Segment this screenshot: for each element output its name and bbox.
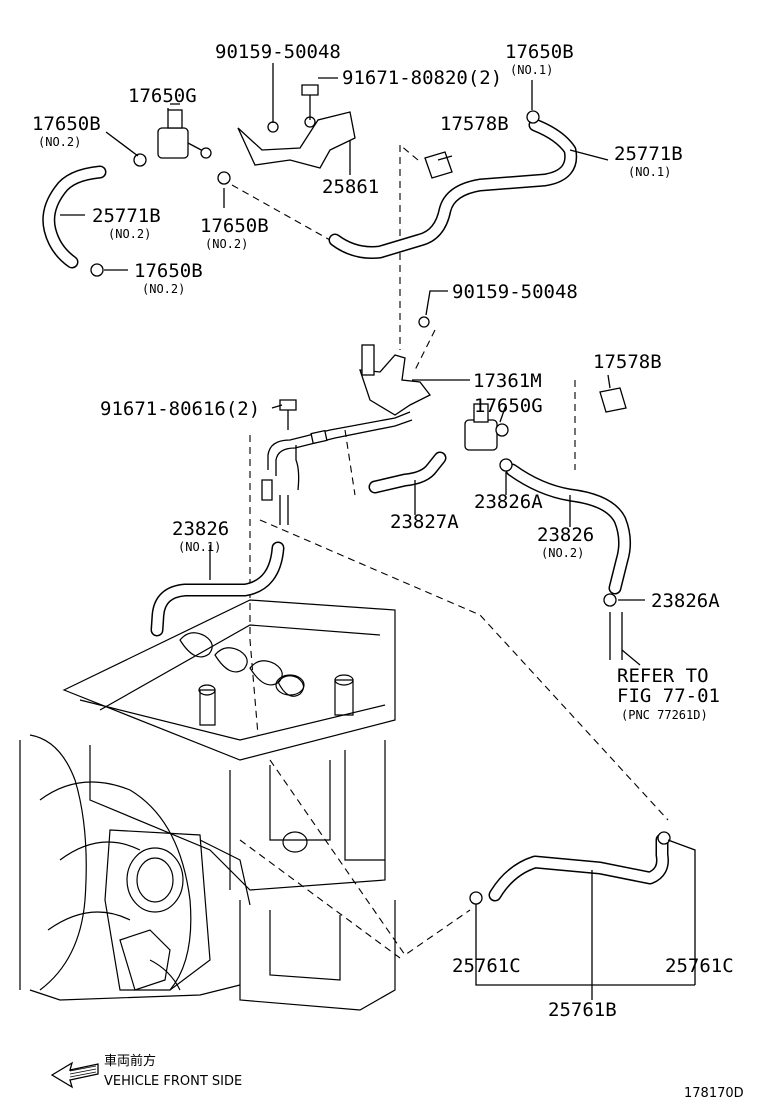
hose-23827a	[368, 451, 447, 494]
label-17650g-mid: 17650G	[474, 395, 543, 417]
label-23826-right-sub: (NO.2)	[541, 546, 584, 560]
hose-25761b	[488, 833, 669, 902]
front-arrow-icon	[50, 1061, 99, 1089]
label-25761b: 25761B	[548, 999, 617, 1021]
vehicle-front-legend: 車両前方 VEHICLE FRONT SIDE	[50, 1053, 242, 1089]
label-17650g-top: 17650G	[128, 85, 197, 107]
label-17578b-right: 17578B	[593, 351, 662, 373]
label-90159-top: 90159-50048	[215, 41, 341, 63]
legend-japanese: 車両前方	[104, 1053, 156, 1069]
label-25771b-right-sub: (NO.1)	[628, 165, 671, 179]
bracket-17361m	[359, 344, 431, 416]
refer-line-2: FIG 77-01	[617, 685, 720, 707]
hose-23826-no2	[505, 463, 632, 595]
vsv-17650g-top	[157, 109, 212, 159]
label-25771b-right: 25771B	[614, 143, 683, 165]
label-17578b-top: 17578B	[440, 113, 509, 135]
label-17650b-left-sub: (NO.2)	[38, 135, 81, 149]
dashed-leaders	[231, 144, 669, 959]
label-25771b-left-sub: (NO.2)	[108, 227, 151, 241]
label-23826-left: 23826	[172, 518, 229, 540]
legend-english: VEHICLE FRONT SIDE	[104, 1074, 242, 1089]
hose-25771b-no1	[328, 118, 578, 259]
label-91671-top: 91671-80820(2)	[342, 67, 502, 89]
refer-line-3: (PNC 77261D)	[621, 708, 708, 722]
refer-line-1: REFER TO	[617, 665, 709, 687]
hose-23826-no1	[150, 541, 285, 637]
clamps	[90, 110, 671, 905]
hose-25771b-no2	[42, 165, 107, 269]
label-23826-left-sub: (NO.1)	[178, 540, 221, 554]
label-17650b-mid-sub: (NO.2)	[205, 237, 248, 251]
label-17650b-mid: 17650B	[200, 215, 269, 237]
label-17650b-low: 17650B	[134, 260, 203, 282]
bracket-25861	[237, 111, 356, 169]
label-25861: 25861	[322, 176, 379, 198]
vsv-17650g-mid	[464, 403, 509, 451]
label-23826a-mid: 23826A	[474, 491, 543, 513]
label-25771b-left: 25771B	[92, 205, 161, 227]
label-17650b-low-sub: (NO.2)	[142, 282, 185, 296]
engine-drawing	[19, 599, 396, 1011]
pipe-refer	[609, 612, 623, 660]
label-91671-mid: 91671-80616(2)	[100, 398, 260, 420]
part-labels: 17650B (NO.1) 90159-50048 91671-80820(2)…	[32, 41, 734, 1021]
vacuum-pipe	[261, 411, 413, 525]
fasteners	[267, 84, 430, 430]
label-17650b-top-sub: (NO.1)	[510, 63, 553, 77]
leader-lines	[60, 63, 696, 1000]
label-23826a-right: 23826A	[651, 590, 720, 612]
label-23826-right: 23826	[537, 524, 594, 546]
label-17650b-left: 17650B	[32, 113, 101, 135]
label-90159-mid: 90159-50048	[452, 281, 578, 303]
figure-id: 178170D	[684, 1086, 744, 1101]
label-17361m: 17361M	[473, 370, 542, 392]
label-23827a: 23827A	[390, 511, 459, 533]
label-25761c-left: 25761C	[452, 955, 521, 977]
label-17650b-top: 17650B	[505, 41, 574, 63]
label-25761c-right: 25761C	[665, 955, 734, 977]
